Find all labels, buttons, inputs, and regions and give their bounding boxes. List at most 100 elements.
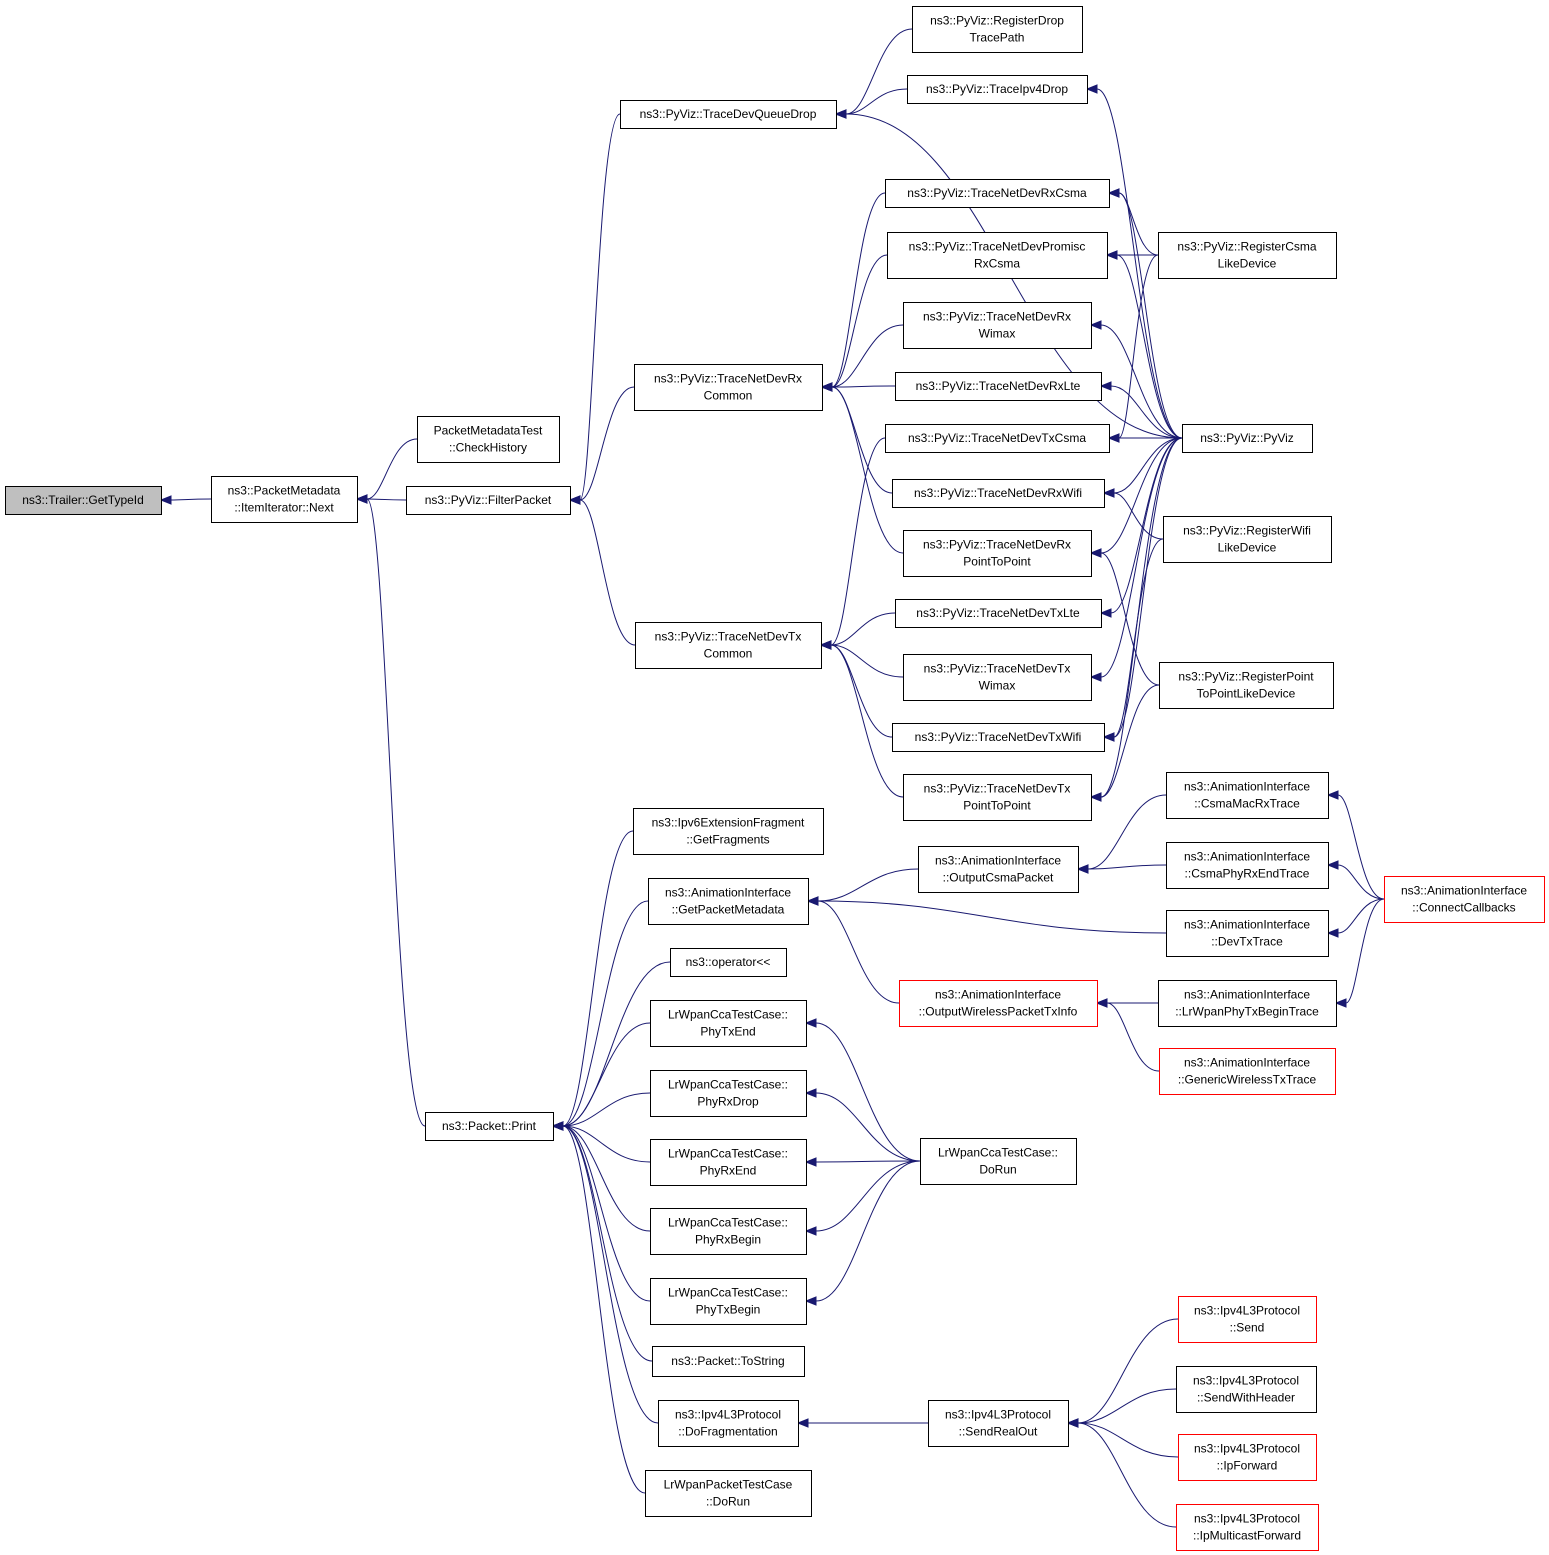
node-label: ns3::PyViz::TraceNetDevPromisc — [909, 240, 1086, 254]
node-label: ns3::PyViz::TraceNetDevTx — [924, 662, 1071, 676]
node-box — [903, 774, 1092, 821]
edge-ccadorun-to-phytxbegin — [804, 1160, 921, 1306]
node-sendrealout[interactable]: ns3::Ipv4L3Protocol::SendRealOut — [928, 1400, 1069, 1447]
node-csmamacrx[interactable]: ns3::AnimationInterface::CsmaMacRxTrace — [1166, 772, 1329, 819]
edge-line — [579, 113, 621, 501]
node-filterpacket[interactable]: ns3::PyViz::FilterPacket — [406, 486, 571, 515]
node-label: RxCsma — [974, 257, 1020, 271]
node-getfragments[interactable]: ns3::Ipv6ExtensionFragment::GetFragments — [633, 808, 824, 855]
node-phyrxend[interactable]: LrWpanCcaTestCase::PhyRxEnd — [650, 1139, 807, 1186]
node-dofragmentation[interactable]: ns3::Ipv4L3Protocol::DoFragmentation — [658, 1400, 799, 1447]
edge-lrwpanpacketdorun-to-print — [551, 1121, 646, 1494]
node-devtx[interactable]: ns3::AnimationInterface::DevTxTrace — [1166, 910, 1329, 957]
node-phyrxbegin[interactable]: LrWpanCcaTestCase::PhyRxBegin — [650, 1208, 807, 1255]
node-txlte[interactable]: ns3::PyViz::TraceNetDevTxLte — [895, 599, 1102, 628]
node-outputwireless[interactable]: ns3::AnimationInterface::OutputWirelessP… — [899, 980, 1098, 1027]
node-regp2p[interactable]: ns3::PyViz::RegisterPointToPointLikeDevi… — [1159, 662, 1334, 709]
node-rxlte[interactable]: ns3::PyViz::TraceNetDevRxLte — [895, 372, 1102, 401]
node-box — [406, 486, 571, 515]
arrowhead — [1105, 250, 1118, 260]
node-getpacketmetadata[interactable]: ns3::AnimationInterface::GetPacketMetada… — [648, 878, 809, 925]
edge-genericwireless-to-outputwireless — [1095, 998, 1160, 1072]
edge-rxp2p-to-rxcommon — [820, 382, 904, 554]
edge-sendrealout-to-dofragmentation — [796, 1418, 928, 1428]
node-ccadorun[interactable]: LrWpanCcaTestCase::DoRun — [920, 1138, 1077, 1185]
node-pyviz[interactable]: ns3::PyViz::PyViz — [1182, 424, 1313, 453]
node-csmaphyrxend[interactable]: ns3::AnimationInterface::CsmaPhyRxEndTra… — [1166, 842, 1329, 889]
edge-line — [831, 385, 896, 388]
node-box — [634, 364, 823, 411]
edge-rxwimax-to-rxcommon — [820, 324, 904, 392]
node-traceipv4drop[interactable]: ns3::PyViz::TraceIpv4Drop — [907, 75, 1088, 104]
node-rxcsma[interactable]: ns3::PyViz::TraceNetDevRxCsma — [885, 179, 1110, 208]
node-operator[interactable]: ns3::operator<< — [670, 948, 787, 977]
edge-connectcallbacks-to-csmamacrx — [1326, 790, 1385, 900]
node-checkhistory[interactable]: PacketMetadataTest::CheckHistory — [417, 416, 560, 463]
node-tracedevqueuedrop[interactable]: ns3::PyViz::TraceDevQueueDrop — [620, 100, 837, 129]
edge-line — [830, 644, 904, 798]
node-label: ::GetFragments — [686, 833, 769, 847]
node-txwifi[interactable]: ns3::PyViz::TraceNetDevTxWifi — [892, 723, 1105, 752]
node-box — [211, 476, 358, 523]
node-lrwpanpacketdorun[interactable]: LrWpanPacketTestCase::DoRun — [645, 1470, 812, 1517]
node-label: ns3::PyViz::TraceDevQueueDrop — [640, 107, 817, 121]
edge-line — [1077, 1422, 1179, 1458]
edge-ccadorun-to-phyrxbegin — [804, 1160, 921, 1236]
node-box — [650, 1139, 807, 1186]
node-ipmulticast[interactable]: ns3::Ipv4L3Protocol::IpMulticastForward — [1176, 1504, 1319, 1551]
node-label: ns3::PyViz::TraceNetDevRxLte — [916, 379, 1081, 393]
node-tostring[interactable]: ns3::Packet::ToString — [652, 1346, 805, 1377]
node-lrwpanphytxbegin[interactable]: ns3::AnimationInterface::LrWpanPhyTxBegi… — [1158, 980, 1337, 1027]
node-next[interactable]: ns3::PacketMetadata::ItemIterator::Next — [211, 476, 358, 523]
node-outputcsmapacket[interactable]: ns3::AnimationInterface::OutputCsmaPacke… — [918, 846, 1079, 893]
edge-line — [831, 386, 893, 494]
arrowhead — [804, 1226, 817, 1236]
node-sendwithheader[interactable]: ns3::Ipv4L3Protocol::SendWithHeader — [1176, 1366, 1317, 1413]
node-phytxend[interactable]: LrWpanCcaTestCase::PhyTxEnd — [650, 1000, 807, 1047]
node-label: ns3::PyViz::FilterPacket — [425, 493, 552, 507]
node-label: ns3::PyViz::TraceNetDevTx — [924, 782, 1071, 796]
node-phyrxdrop[interactable]: LrWpanCcaTestCase::PhyRxDrop — [650, 1070, 807, 1117]
node-connectcallbacks[interactable]: ns3::AnimationInterface::ConnectCallback… — [1384, 876, 1545, 923]
node-label: ::SendWithHeader — [1197, 1391, 1295, 1405]
edge-line — [1077, 1388, 1177, 1424]
edge-connectcallbacks-to-lrwpanphytxbegin — [1334, 898, 1385, 1008]
edge-pyviz-to-rxcsma — [1107, 188, 1183, 439]
node-send[interactable]: ns3::Ipv4L3Protocol::Send — [1178, 1296, 1317, 1343]
node-txcsma[interactable]: ns3::PyViz::TraceNetDevTxCsma — [885, 424, 1110, 453]
node-label: ns3::AnimationInterface — [1401, 884, 1527, 898]
node-label: PhyRxEnd — [700, 1164, 757, 1178]
edge-tracedevqueuedrop-to-filterpacket — [568, 113, 621, 505]
edge-line — [562, 1092, 651, 1127]
node-rxwifi[interactable]: ns3::PyViz::TraceNetDevRxWifi — [892, 479, 1105, 508]
node-phytxbegin[interactable]: LrWpanCcaTestCase::PhyTxBegin — [650, 1278, 807, 1325]
arrowhead — [1107, 188, 1120, 198]
edge-line — [1337, 864, 1385, 900]
node-label: DoRun — [979, 1163, 1016, 1177]
arrowhead — [834, 109, 847, 119]
node-ipforward[interactable]: ns3::Ipv4L3Protocol::IpForward — [1178, 1434, 1317, 1481]
node-label: ns3::AnimationInterface — [1184, 1056, 1310, 1070]
edge-line — [817, 868, 919, 902]
edge-connectcallbacks-to-csmaphyrxend — [1326, 860, 1385, 900]
edge-txlte-to-txcommon — [819, 612, 896, 650]
edge-line — [817, 900, 900, 1004]
node-label: PhyTxEnd — [700, 1025, 755, 1039]
edge-getfragments-to-print — [551, 830, 634, 1131]
arrowhead — [159, 495, 172, 505]
node-root[interactable]: ns3::Trailer::GetTypeId — [5, 486, 162, 515]
node-genericwireless[interactable]: ns3::AnimationInterface::GenericWireless… — [1159, 1048, 1336, 1095]
edge-regwifi-to-rxwifi — [1102, 488, 1164, 540]
node-print[interactable]: ns3::Packet::Print — [425, 1112, 554, 1141]
node-box — [635, 622, 822, 669]
